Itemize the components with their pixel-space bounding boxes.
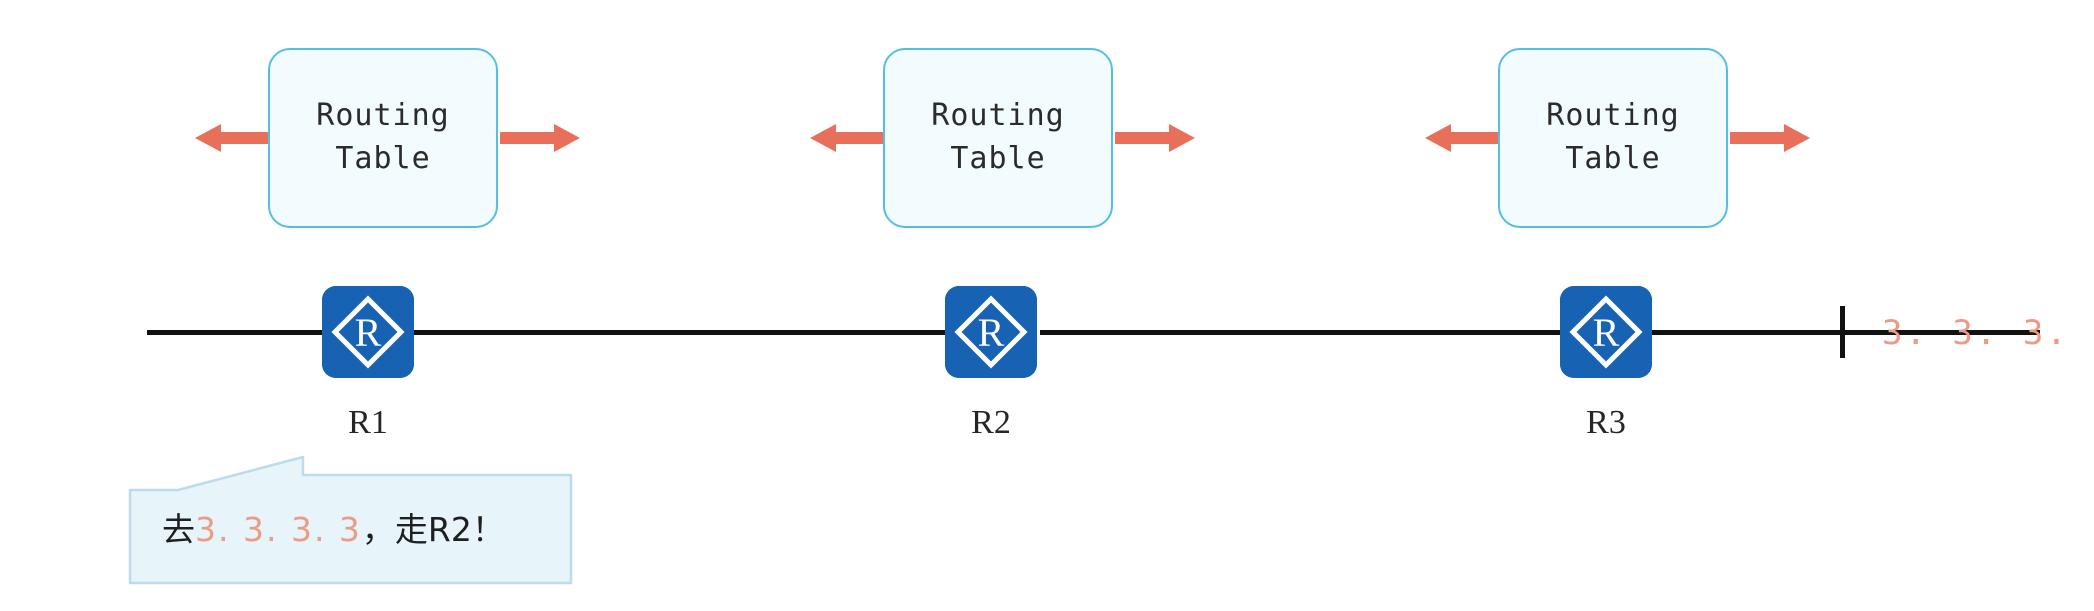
arrow-right-icon: [1115, 121, 1195, 155]
routing-table-box-r1[interactable]: Routing Table: [268, 48, 498, 228]
routing-table-line-1: Routing: [316, 98, 450, 134]
router-label-r1: R1: [348, 404, 388, 441]
callout-shape: [128, 455, 573, 585]
router-label-r2: R2: [971, 404, 1011, 441]
destination-ip-label: 3. 3. 3. 3: [1882, 313, 2094, 353]
router-icon[interactable]: R: [322, 286, 414, 378]
router-label-r3: R3: [1586, 404, 1626, 441]
svg-text:R: R: [978, 310, 1005, 355]
arrow-left-icon: [195, 121, 275, 155]
link-segment-r2-r3: [1040, 330, 2040, 335]
routing-table-line-2: Table: [950, 141, 1046, 176]
arrow-right-icon: [500, 121, 580, 155]
routing-table-box-r2[interactable]: Routing Table: [883, 48, 1113, 228]
routing-table-line-1: Routing: [931, 98, 1065, 134]
routing-table-line-2: Table: [335, 141, 431, 176]
link-segment-left: [147, 330, 327, 335]
callout-prefix: 去: [162, 510, 195, 549]
arrow-right-icon: [1730, 121, 1810, 155]
link-segment-r1-r2: [325, 330, 950, 335]
arrow-left-icon: [810, 121, 890, 155]
routing-table-line-2: Table: [1565, 141, 1661, 176]
callout-suffix: ，走R2！: [361, 510, 505, 549]
callout-ip: 3. 3. 3. 3: [195, 510, 362, 549]
routing-table-box-r3[interactable]: Routing Table: [1498, 48, 1728, 228]
router-icon[interactable]: R: [1560, 286, 1652, 378]
callout-bubble: 去3. 3. 3. 3，走R2！: [128, 455, 573, 585]
routing-table-line-1: Routing: [1546, 98, 1680, 134]
svg-text:R: R: [355, 310, 382, 355]
link-terminator-icon: [1840, 306, 1845, 358]
svg-text:R: R: [1593, 310, 1620, 355]
arrow-left-icon: [1425, 121, 1505, 155]
callout-text: 去3. 3. 3. 3，走R2！: [128, 503, 573, 551]
router-icon[interactable]: R: [945, 286, 1037, 378]
